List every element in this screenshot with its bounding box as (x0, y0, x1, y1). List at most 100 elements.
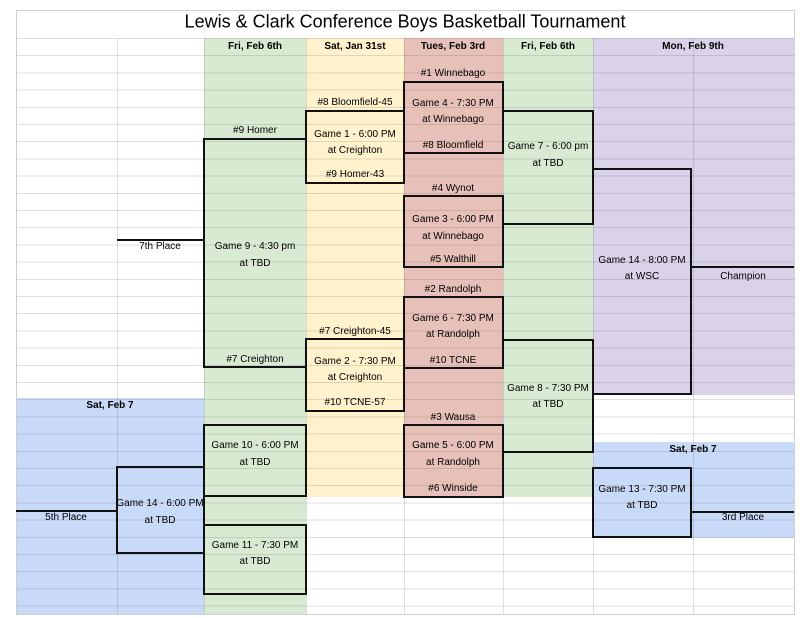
game7-location-label: at TBD (532, 158, 564, 169)
bracket-line (404, 195, 503, 197)
bracket-line (404, 496, 503, 498)
bracket-line (502, 195, 504, 268)
bracket-line (306, 410, 404, 412)
bracket-line (404, 296, 503, 298)
bracket-line (305, 338, 307, 412)
game11-time-label: Game 11 - 7:30 PM (211, 540, 299, 551)
seventh-place-label: 7th Place (139, 241, 181, 252)
game11-location-label: at TBD (239, 556, 271, 567)
date-header-final: Mon, Feb 9th (662, 41, 724, 52)
seed-label-winnebago: #1 Winnebago (420, 68, 486, 79)
bracket-line (116, 466, 118, 554)
bracket-line (593, 168, 691, 170)
game9-time-label: Game 9 - 4:30 pm (214, 241, 296, 252)
game13-location-label: at TBD (626, 500, 658, 511)
game10-time-label: Game 10 - 6:00 PM (211, 440, 299, 451)
sheet-outline (16, 10, 795, 615)
seed-label-wausa: #3 Wausa (430, 412, 476, 423)
region-band-blue-right (593, 442, 794, 538)
bracket-line (404, 424, 503, 426)
bracket-line (117, 552, 204, 554)
seed-label-winside: #6 Winside (428, 483, 478, 494)
game6-location-label: at Randolph (426, 329, 480, 340)
bracket-line (204, 593, 306, 595)
bracket-line (117, 466, 204, 468)
bracket-line (305, 110, 307, 184)
bracket-line (305, 524, 307, 595)
champion-label: Champion (720, 271, 766, 282)
column-band-semifinal-green (503, 38, 593, 497)
bracket-line (593, 536, 691, 538)
bracket-line (690, 467, 692, 538)
region-band-blue-left (16, 398, 204, 614)
result-label-bloomfield45: #8 Bloomfield-45 (317, 97, 393, 108)
fifth-game-location-label: at TBD (144, 515, 176, 526)
bracket-line (403, 296, 405, 412)
game5-location-label: at Randolph (426, 457, 480, 468)
bracket-line (204, 366, 306, 368)
date-header-semifinal: Fri, Feb 6th (521, 41, 575, 52)
game10-location-label: at TBD (239, 457, 271, 468)
game4-location-label: at Winnebago (422, 114, 484, 125)
seed-label-bloomfield: #8 Bloomfield (422, 140, 484, 151)
fifth-place-label: 5th Place (45, 512, 87, 523)
bracket-line-champion (691, 266, 794, 268)
bracket-line (592, 110, 594, 225)
game2-time-label: Game 2 - 7:30 PM (314, 356, 396, 367)
column-gridline (306, 38, 307, 614)
game13-time-label: Game 13 - 7:30 PM (598, 484, 686, 495)
game3-location-label: at Winnebago (422, 231, 484, 242)
column-gridline (117, 38, 118, 614)
fifth-game-time-label: Game 14 - 6:00 PM (116, 498, 204, 509)
seed-label-wynot: #4 Wynot (431, 183, 475, 194)
bracket-line (203, 424, 205, 595)
date-header-blue-left: Sat, Feb 7 (86, 400, 134, 411)
date-header-quarterfinal: Tues, Feb 3rd (420, 41, 486, 52)
game5-time-label: Game 5 - 6:00 PM (412, 440, 494, 451)
column-band-consolation-green (204, 38, 306, 614)
result-label-creighton45: #7 Creighton-45 (319, 326, 391, 337)
game7-time-label: Game 7 - 6:00 pm (507, 141, 589, 152)
bracket-line (502, 424, 504, 498)
bracket-line-third-place (691, 511, 794, 513)
game1-location-label: at Creighton (327, 145, 383, 156)
game1-time-label: Game 1 - 6:00 PM (314, 129, 396, 140)
bracket-line (204, 495, 306, 497)
game3-time-label: Game 3 - 6:00 PM (412, 214, 494, 225)
bracket-line (305, 424, 307, 497)
bracket-line (204, 524, 306, 526)
game8-time-label: Game 8 - 7:30 PM (507, 383, 589, 394)
seed-label-walthill: #5 Walthill (430, 254, 476, 265)
result-label-tcne57: #10 TCNE-57 (324, 397, 386, 408)
bracket-line (503, 223, 593, 225)
tournament-title: Lewis & Clark Conference Boys Basketball… (184, 11, 626, 32)
bracket-line (690, 168, 692, 395)
column-band-round1-yellow (306, 38, 404, 497)
date-header-consolation: Fri, Feb 6th (228, 41, 282, 52)
bracket-line-fifth-place (16, 510, 117, 512)
bracket-line (503, 339, 593, 341)
bracket-line (503, 451, 593, 453)
bracket-line (592, 339, 594, 453)
bracket-line (502, 296, 504, 369)
column-gridline (693, 38, 694, 614)
game8-location-label: at TBD (532, 399, 564, 410)
date-header-blue-right: Sat, Feb 7 (669, 444, 717, 455)
seed-label-randolph: #2 Randolph (424, 284, 482, 295)
game6-time-label: Game 6 - 7:30 PM (412, 313, 494, 324)
column-band-final-purple (593, 38, 794, 395)
bracket-line (306, 338, 404, 340)
result-label-homer43: #9 Homer-43 (325, 169, 385, 180)
bracket-line (403, 195, 405, 268)
seed-label-creighton: #7 Creighton (226, 354, 284, 365)
bracket-line (403, 81, 405, 184)
column-gridline (593, 38, 594, 614)
bracket-line (117, 239, 204, 241)
bracket-line (404, 81, 503, 83)
bracket-line (306, 182, 404, 184)
bracket-line (204, 424, 306, 426)
seed-label-homer: #9 Homer (233, 125, 277, 136)
bracket-line (503, 110, 593, 112)
date-header-round1: Sat, Jan 31st (324, 41, 386, 52)
game14-location-label: at WSC (624, 271, 660, 282)
